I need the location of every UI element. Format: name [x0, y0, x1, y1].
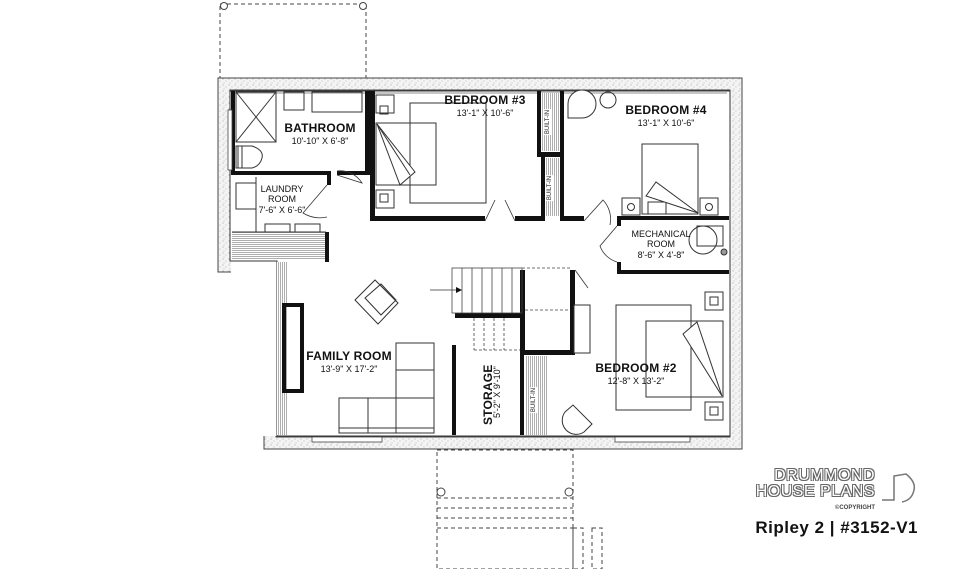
room-label-bedroom4: BEDROOM #4 13'-1" X 10'-6" — [625, 103, 707, 128]
family-dimensions: 13'-9" X 17'-2" — [320, 363, 378, 374]
built-in-label-upper: BUILT-IN — [544, 108, 553, 136]
bedroom2-name: BEDROOM #2 — [595, 361, 677, 375]
bedroom4-furniture — [567, 89, 719, 216]
bedroom3-name: BEDROOM #3 — [444, 93, 526, 107]
family-room-furniture — [338, 279, 435, 434]
room-label-bedroom2: BEDROOM #2 12'-8" X 13'-2" — [595, 361, 677, 386]
mechanical-equipment — [688, 225, 728, 256]
room-label-bathroom: BATHROOM 10'-10" X 6'-8" — [284, 121, 356, 146]
mechanical-dimensions: 8'-6" X 4'-8" — [637, 249, 685, 260]
brand-logo: DRUMMOND HOUSE PLANS ©COPYRIGHT — [756, 468, 875, 516]
bedroom3-furniture — [375, 94, 487, 209]
brand-copyright: ©COPYRIGHT — [834, 505, 875, 511]
built-in-label-lower: BUILT-IN — [530, 386, 539, 414]
bedroom2-dimensions: 12'-8" X 13'-2" — [607, 375, 665, 386]
bathroom-fixtures — [232, 91, 363, 233]
built-in-label-middle: BUILT-IN — [546, 174, 555, 202]
laundry-name-line1: LAUNDRY — [260, 184, 304, 194]
bathroom-dimensions: 10'-10" X 6'-8" — [291, 135, 349, 146]
bedroom4-name: BEDROOM #4 — [625, 103, 707, 117]
laundry-name-line2: ROOM — [267, 194, 296, 205]
bedroom2-furniture — [561, 291, 724, 435]
laundry-dimensions: 7'-6" X 6'-6" — [258, 204, 306, 215]
mechanical-name-line2: ROOM — [646, 239, 675, 250]
room-label-bedroom3: BEDROOM #3 13'-1" X 10'-6" — [444, 93, 526, 118]
plan-title: Ripley 2 | #3152-V1 — [755, 518, 918, 537]
room-label-mechanical: MECHANICAL ROOM 8'-6" X 4'-8" — [631, 229, 690, 260]
brand-d-logo-icon — [882, 473, 916, 503]
brand-line1: DRUMMOND — [774, 467, 875, 484]
top-deck — [219, 3, 367, 79]
stairs — [451, 267, 570, 351]
bathroom-name: BATHROOM — [284, 121, 356, 135]
room-label-family: FAMILY ROOM 13'-9" X 17'-2" — [306, 349, 392, 374]
room-label-laundry: LAUNDRY ROOM 7'-6" X 6'-6" — [259, 184, 306, 215]
mechanical-name-line1: MECHANICAL — [631, 229, 691, 239]
family-name: FAMILY ROOM — [306, 349, 392, 363]
bedroom4-dimensions: 13'-1" X 10'-6" — [637, 117, 695, 128]
bottom-deck — [436, 449, 603, 569]
storage-dimensions: 5'-2" X 9'-10" — [492, 366, 502, 418]
brand-line2: HOUSE PLANS — [755, 483, 875, 500]
bedroom3-dimensions: 13'-1" X 10'-6" — [456, 107, 514, 118]
interior-walls — [231, 91, 729, 435]
